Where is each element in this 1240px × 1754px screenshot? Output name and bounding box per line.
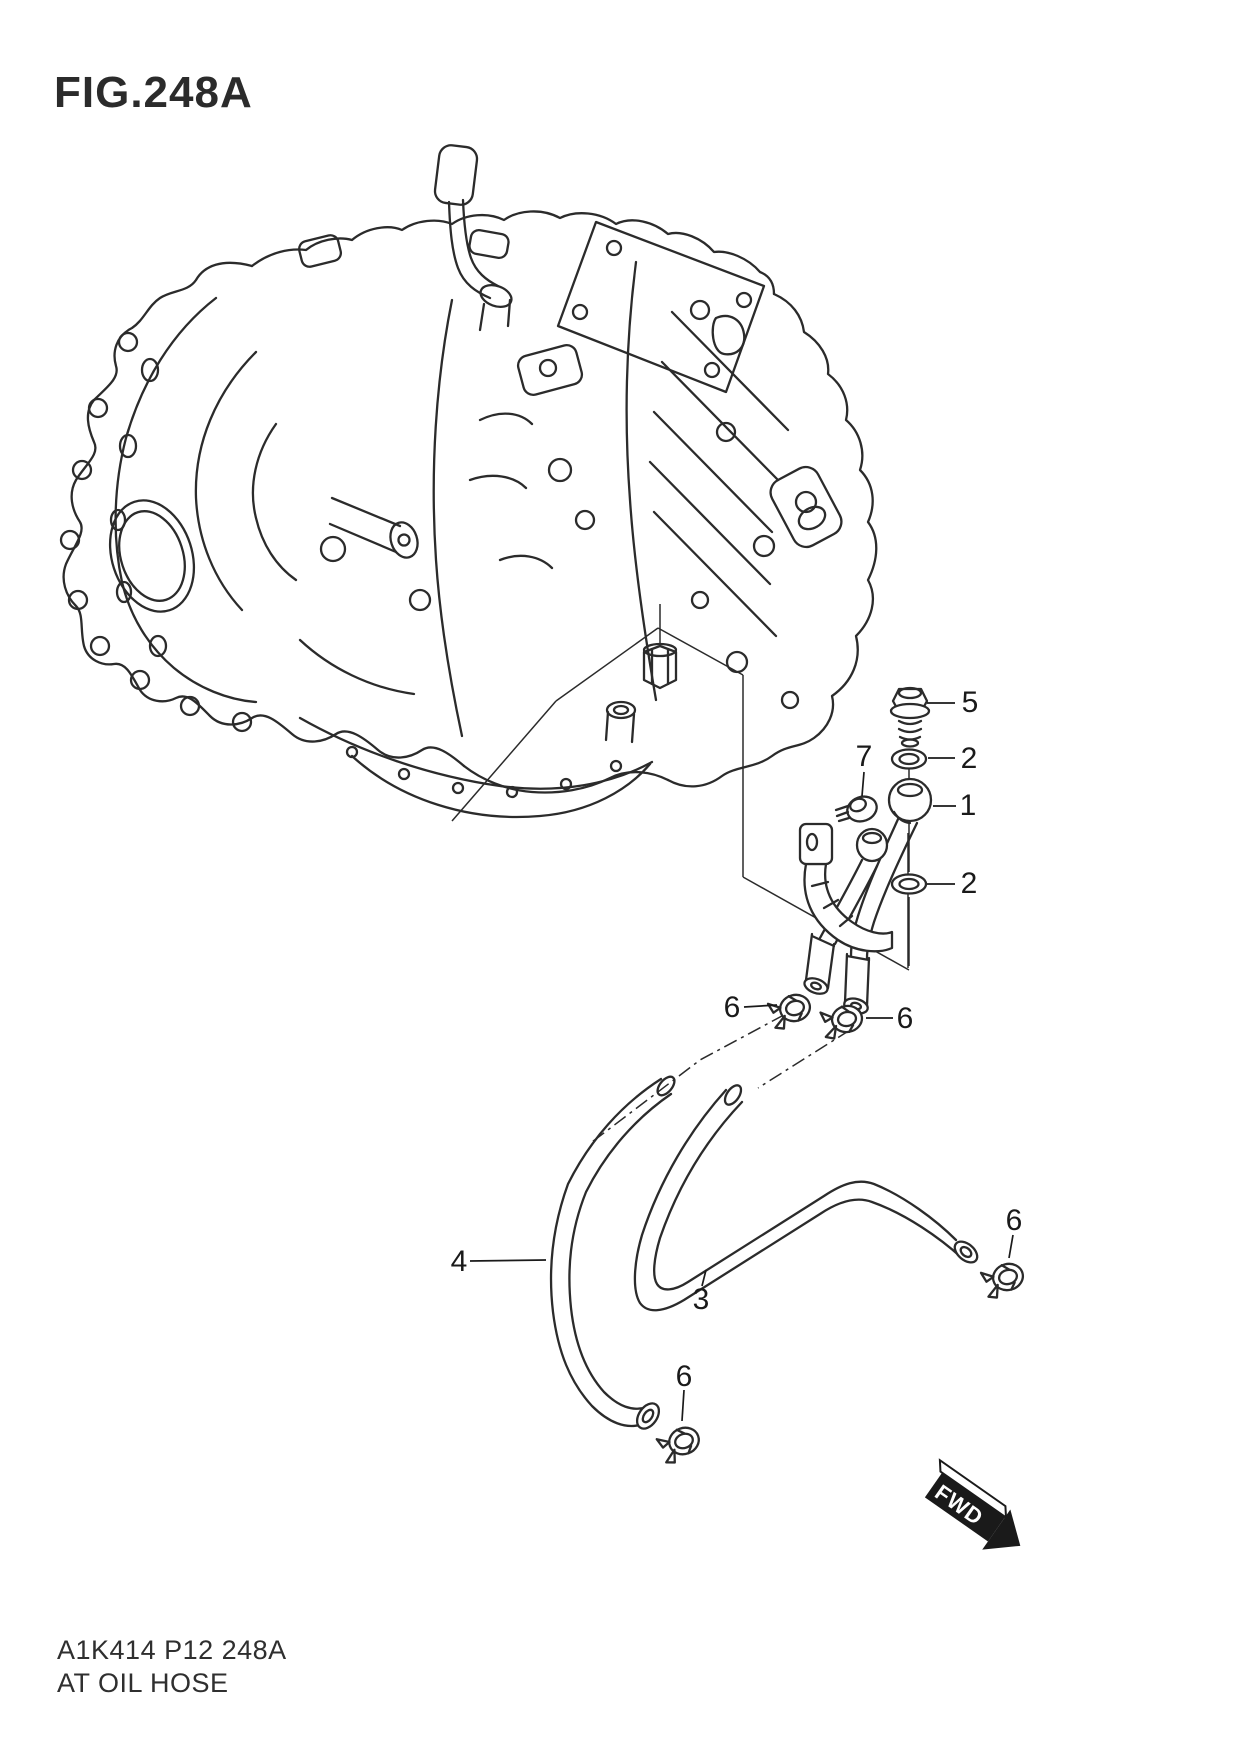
hose-clamp	[819, 1004, 864, 1040]
hose-clamp	[766, 993, 812, 1030]
callout-6-clamp-left: 6	[723, 991, 741, 1024]
union-bolt-part	[889, 686, 931, 748]
fwd-direction-arrow: FWD	[924, 1458, 1021, 1550]
top-cover-plate	[556, 220, 766, 394]
callout-3-hose: 3	[692, 1283, 710, 1316]
callout-6-clamp-right: 6	[896, 1002, 914, 1035]
callout-7-bracket-bolt: 7	[855, 740, 873, 773]
pipe-union-port	[642, 644, 678, 690]
callout-2-gasket-upper: 2	[960, 742, 978, 775]
figure-title: AT OIL HOSE	[57, 1668, 229, 1698]
footer-text: A1K414 P12 248A AT OIL HOSE	[57, 1634, 287, 1700]
hose-clamp	[655, 1426, 700, 1464]
callout-6-clamp-end: 6	[1005, 1204, 1023, 1237]
gasket-lower-part	[890, 873, 928, 895]
figure-code: A1K414 P12 248A	[57, 1635, 287, 1665]
bracket-bolt-part	[834, 795, 878, 823]
figure-number: FIG.248A	[54, 68, 253, 117]
callout-6-clamp-bottom: 6	[675, 1360, 693, 1393]
bell-opening	[108, 499, 196, 613]
hose-clamp	[979, 1262, 1025, 1299]
input-shaft	[389, 521, 419, 559]
gasket-upper-part	[890, 748, 928, 770]
oil-hoses	[549, 993, 1025, 1464]
oil-hose-3	[633, 1084, 979, 1312]
oil-hose-4	[549, 1075, 676, 1430]
callout-1-oil-pipe: 1	[959, 789, 977, 822]
transmission-drawing	[59, 144, 878, 819]
oil-pipe-union-part	[887, 777, 933, 825]
projection-lines	[451, 604, 910, 1143]
callout-2-gasket-lower: 2	[960, 867, 978, 900]
callout-4-hose: 4	[450, 1245, 468, 1278]
pipe-union-ring	[855, 827, 889, 863]
oil-pipe-assembly	[798, 686, 933, 1015]
callout-leaders	[469, 702, 1014, 1422]
callout-5-union-bolt: 5	[961, 686, 979, 719]
shift-knob	[433, 144, 479, 206]
